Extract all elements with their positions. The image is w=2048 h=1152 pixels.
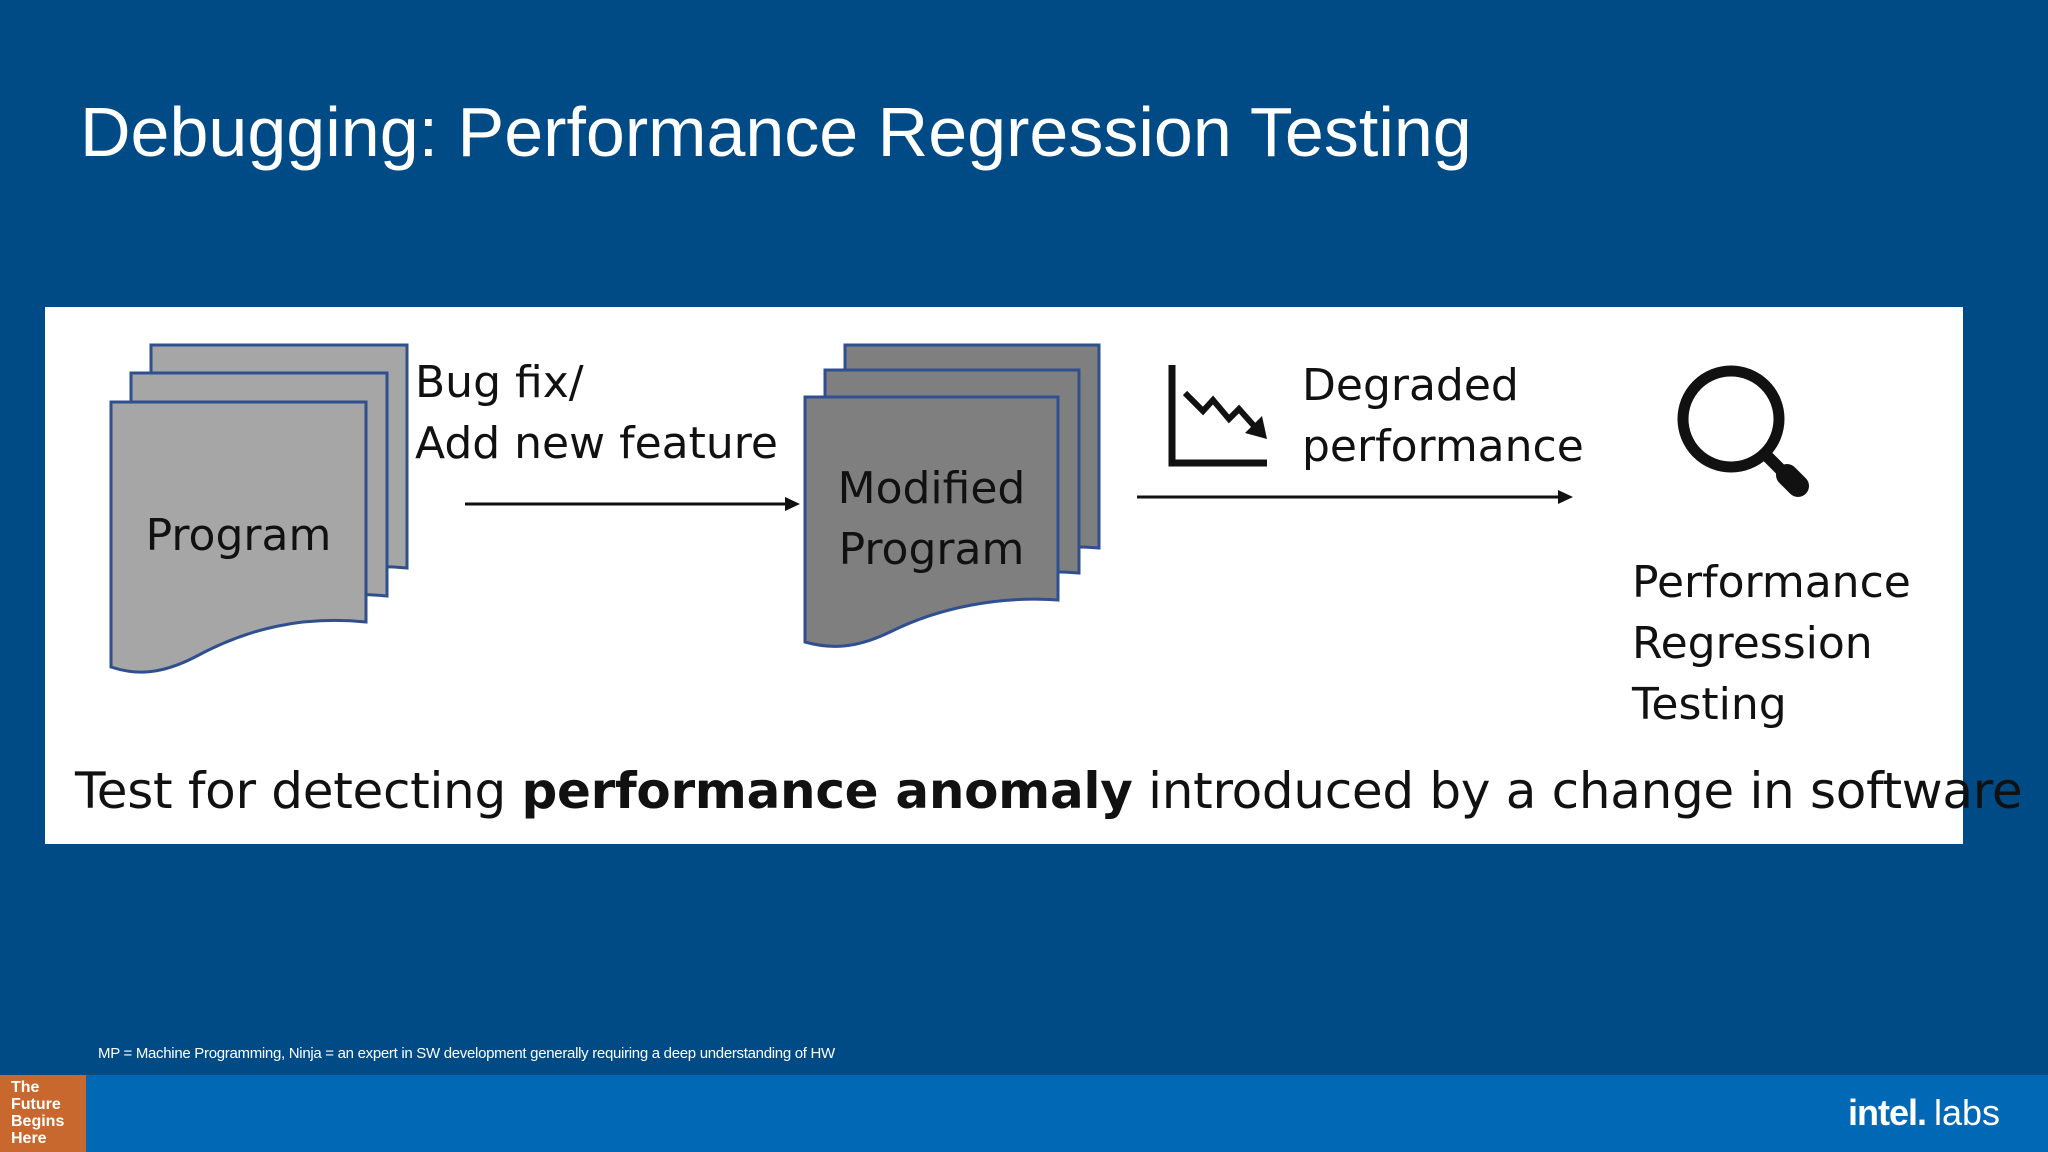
logo-brand: intel.	[1848, 1092, 1927, 1133]
change-arrow	[465, 497, 800, 511]
program-document-stack	[109, 343, 409, 674]
caption-suffix: introduced by a change in software	[1132, 762, 2023, 820]
intel-labs-logo: intel.labs	[1848, 1092, 2000, 1134]
magnifier-icon	[1677, 365, 1809, 497]
change-label-line1: Bug fix/	[415, 357, 584, 408]
caption-emphasis: performance anomaly	[521, 762, 1133, 820]
degraded-label-line1: Degraded	[1302, 360, 1519, 411]
result-label-line2: Regression	[1632, 618, 1873, 669]
slide-title: Debugging: Performance Regression Testin…	[80, 93, 1472, 171]
caption-prefix: Test for detecting	[75, 762, 522, 820]
degraded-arrow	[1137, 490, 1573, 504]
result-label-line1: Performance	[1632, 557, 1911, 608]
modified-label-line2: Program	[838, 524, 1025, 575]
logo-sub: labs	[1934, 1092, 2001, 1133]
result-label-line3: Testing	[1632, 679, 1787, 730]
diagram-caption: Test for detecting performance anomaly i…	[75, 762, 2023, 820]
tagline-word: Begins	[11, 1113, 65, 1130]
modified-document-stack	[803, 343, 1101, 648]
tagline-word: Future	[11, 1096, 61, 1113]
modified-label-line1: Modified	[837, 463, 1026, 514]
degraded-label-line2: performance	[1302, 421, 1584, 472]
footnote: MP = Machine Programming, Ninja = an exp…	[98, 1045, 835, 1062]
tagline-word: The	[11, 1079, 40, 1096]
workflow-diagram	[109, 343, 1809, 674]
change-label-line2: Add new feature	[415, 418, 778, 469]
diagram-panel: Program Bug fix/ Add new feature Modifie…	[45, 307, 2023, 844]
declining-chart-icon	[1168, 365, 1267, 467]
bottom-bar	[0, 1075, 2048, 1152]
tagline-badge: The Future Begins Here	[0, 1075, 86, 1152]
program-label: Program	[145, 510, 332, 561]
tagline-word: Here	[11, 1130, 47, 1147]
